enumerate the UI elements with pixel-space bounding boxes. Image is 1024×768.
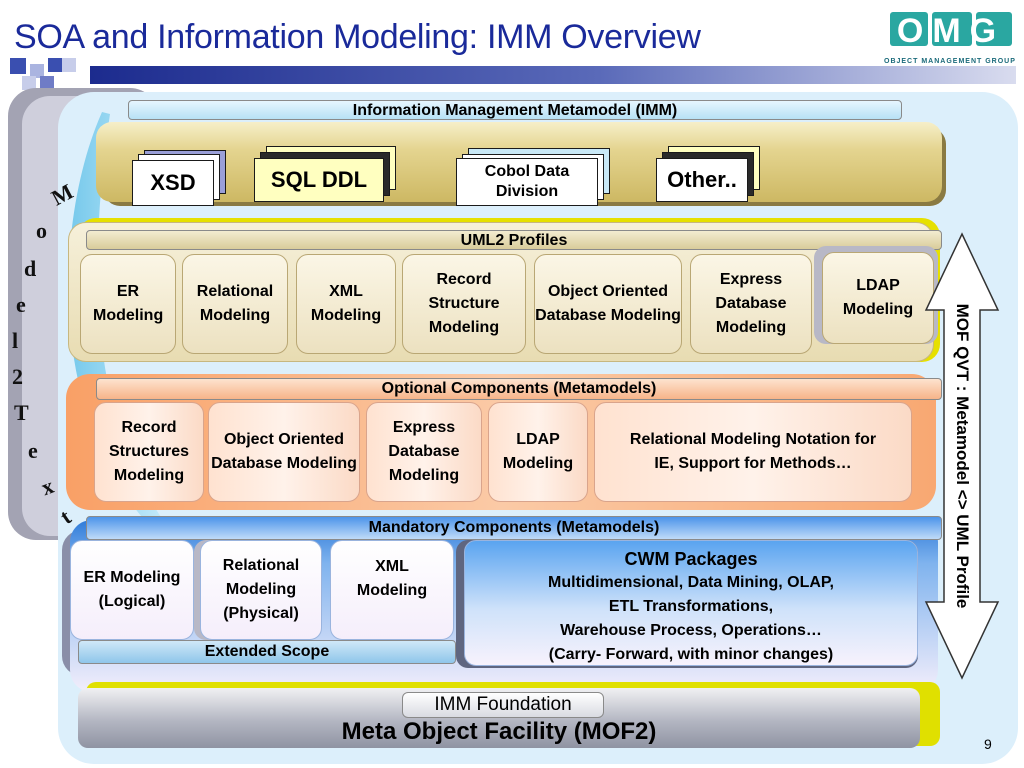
xsd-doc: XSD xyxy=(132,160,214,206)
mandatory-item-er-label: ER Modeling (Logical) xyxy=(83,569,181,610)
uml2-item-oodb: Object Oriented Database Modeling xyxy=(534,254,682,354)
other-doc: Other.. xyxy=(656,158,748,202)
xsd-label: XSD xyxy=(150,170,196,195)
uml2-item-ldap: LDAP Modeling xyxy=(822,252,934,344)
model2text-letter-2: o xyxy=(36,218,47,243)
uml2-item-ldap-label: LDAP Modeling xyxy=(842,277,914,318)
page-title: SOA and Information Modeling: IMM Overvi… xyxy=(14,18,701,56)
optional-item-oodb: Object Oriented Database Modeling xyxy=(208,402,360,502)
title-underline xyxy=(90,66,1016,84)
cwm-packages: CWM Packages Multidimensional, Data Mini… xyxy=(464,540,918,666)
optional-item-oodb-label: Object Oriented Database Modeling xyxy=(211,431,357,472)
mof-qvt-label: MOF QVT : Metamodel <> UML Profile xyxy=(953,303,972,609)
uml2-item-er: ER Modeling xyxy=(80,254,176,354)
optional-item-relational: Relational Modeling Notation for IE, Sup… xyxy=(594,402,912,502)
cwm-line-2: ETL Transformations, xyxy=(608,598,774,615)
optional-item-relational-label: Relational Modeling Notation for IE, Sup… xyxy=(629,431,877,472)
optional-label: Optional Components (Metamodels) xyxy=(96,378,942,400)
uml2-item-er-label: ER Modeling xyxy=(93,283,164,324)
cwm-line-1: Multidimensional, Data Mining, OLAP, xyxy=(548,574,834,591)
optional-item-ldap: LDAP Modeling xyxy=(488,402,588,502)
cwm-line-4: (Carry- Forward, with minor changes) xyxy=(548,646,834,663)
imm-label: Information Management Metamodel (IMM) xyxy=(128,100,902,120)
mandatory-item-xml: XML Modeling xyxy=(330,540,454,640)
page-number: 9 xyxy=(984,736,992,752)
mof-qvt-arrow xyxy=(924,232,1000,680)
cwm-line-3: Warehouse Process, Operations… xyxy=(560,622,822,639)
cobol-label: Cobol Data Division xyxy=(484,163,570,200)
uml2-item-express-label: Express Database Modeling xyxy=(715,271,787,336)
optional-item-record: Record Structures Modeling xyxy=(94,402,204,502)
model2text-letter-4: e xyxy=(16,292,26,317)
mof-label: Meta Object Facility (MOF2) xyxy=(341,718,657,745)
optional-item-express-label: Express Database Modeling xyxy=(388,419,460,484)
uml2-item-express: Express Database Modeling xyxy=(690,254,812,354)
mandatory-item-relational: Relational Modeling (Physical) xyxy=(200,540,322,640)
model2text-letter-6: 2 xyxy=(12,364,23,389)
uml2-item-relational: Relational Modeling xyxy=(182,254,288,354)
uml2-label: UML2 Profiles xyxy=(86,230,942,250)
cobol-doc: Cobol Data Division xyxy=(456,158,598,206)
mandatory-item-xml-label: XML Modeling xyxy=(356,558,428,599)
decorative-squares xyxy=(0,58,90,94)
optional-item-record-label: Record Structures Modeling xyxy=(108,419,190,484)
other-label: Other.. xyxy=(667,167,737,192)
uml2-item-xml-label: XML Modeling xyxy=(310,283,382,324)
model2text-letter-7: T xyxy=(14,400,29,425)
sqlddl-label: SQL DDL xyxy=(270,167,368,192)
mandatory-item-relational-label: Relational Modeling (Physical) xyxy=(222,557,300,622)
cwm-title: CWM Packages xyxy=(624,549,758,569)
extended-scope: Extended Scope xyxy=(78,640,456,664)
uml2-item-record: Record Structure Modeling xyxy=(402,254,526,354)
uml2-item-record-label: Record Structure Modeling xyxy=(428,271,500,336)
uml2-item-oodb-label: Object Oriented Database Modeling xyxy=(535,283,681,324)
mandatory-label: Mandatory Components (Metamodels) xyxy=(86,516,942,540)
mandatory-item-er: ER Modeling (Logical) xyxy=(70,540,194,640)
optional-item-express: Express Database Modeling xyxy=(366,402,482,502)
optional-item-ldap-label: LDAP Modeling xyxy=(502,431,574,472)
model2text-letter-3: d xyxy=(24,256,37,281)
imm-foundation-label: IMM Foundation xyxy=(402,692,604,718)
sqlddl-doc: SQL DDL xyxy=(254,158,384,202)
uml2-item-xml: XML Modeling xyxy=(296,254,396,354)
omg-logo-letters: OMG xyxy=(897,12,1005,50)
omg-logo: OMG xyxy=(888,8,1016,50)
model2text-letter-5: l xyxy=(12,328,19,353)
uml2-item-relational-label: Relational Modeling xyxy=(196,283,274,324)
omg-tagline: OBJECT MANAGEMENT GROUP xyxy=(884,58,1016,65)
model2text-letter-8: e xyxy=(28,438,38,463)
